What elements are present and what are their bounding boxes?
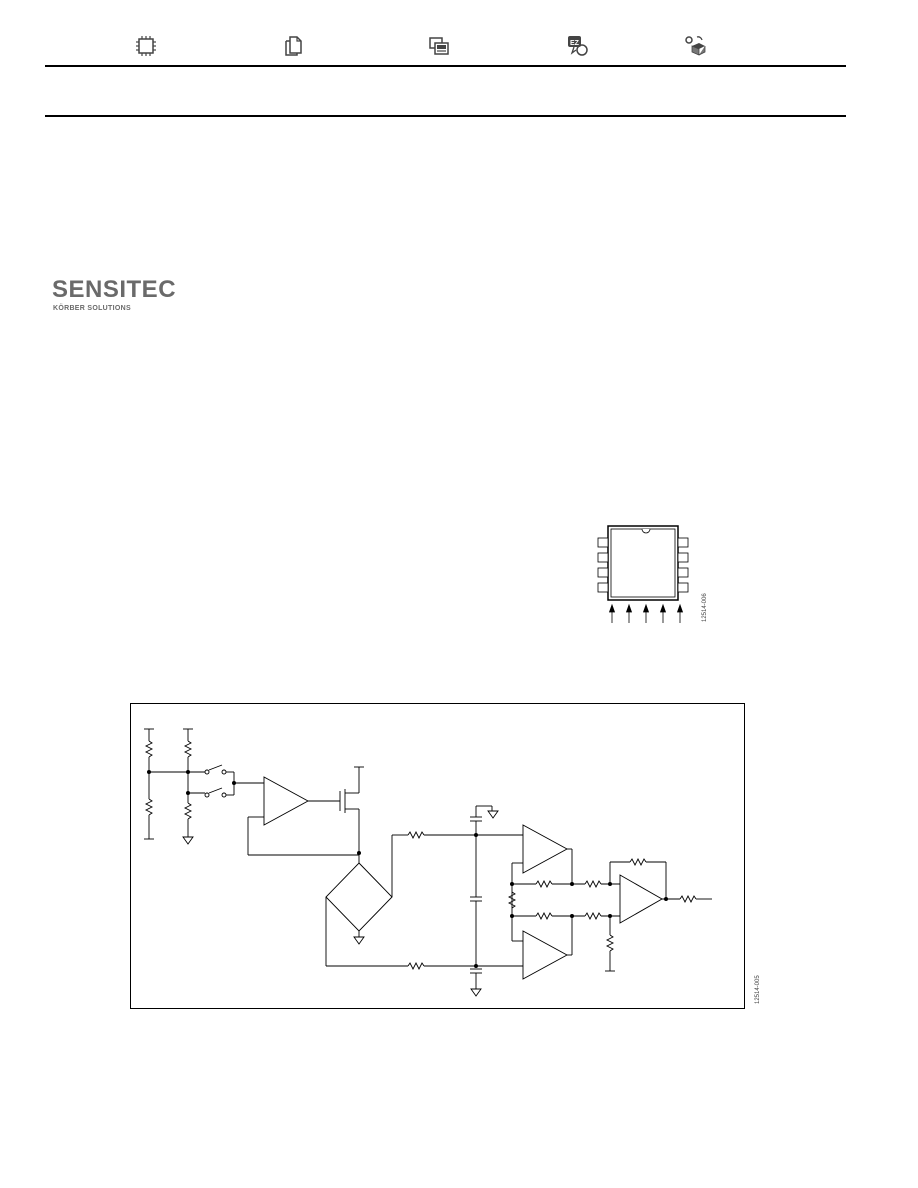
- logo-name: SENSITEC: [52, 276, 177, 303]
- tools-icon[interactable]: [427, 34, 451, 58]
- schematic-junctions: [147, 770, 668, 968]
- chip-icon[interactable]: [134, 34, 158, 58]
- support-icon-graphic: EZ: [568, 36, 588, 56]
- chip-icon-graphic: [136, 36, 156, 56]
- ic-package-body: [607, 525, 679, 601]
- right-pins: [677, 537, 689, 593]
- title-box: [45, 65, 846, 117]
- pin-diagram: [597, 525, 689, 623]
- tools-icon-graphic: [429, 37, 449, 55]
- support-icon[interactable]: EZ: [566, 34, 590, 58]
- left-pins: [597, 537, 609, 593]
- document-icon-graphic: [285, 36, 302, 56]
- ic-package-inner: [610, 528, 676, 598]
- schematic-border: [130, 703, 745, 1009]
- pin-figure-code: 12514-006: [702, 593, 708, 622]
- schematic-wiring: [144, 728, 712, 997]
- application-schematic: 12514-005: [130, 703, 761, 1009]
- pin-configuration-figure: 12514-006: [592, 524, 722, 630]
- sample-icon-graphic: [685, 36, 706, 56]
- schematic-diagram: [130, 703, 745, 1009]
- sensitec-logo: SENSITEC KÖRBER SOLUTIONS: [52, 276, 177, 313]
- logo-tagline: KÖRBER SOLUTIONS: [53, 305, 131, 312]
- document-icon[interactable]: [281, 34, 305, 58]
- pin1-notch: [641, 528, 651, 534]
- bottom-arrows: [608, 603, 684, 623]
- svg-text:EZ: EZ: [570, 40, 580, 47]
- sample-icon[interactable]: [683, 34, 707, 58]
- schematic-figure-code: 12514-005: [755, 975, 761, 1004]
